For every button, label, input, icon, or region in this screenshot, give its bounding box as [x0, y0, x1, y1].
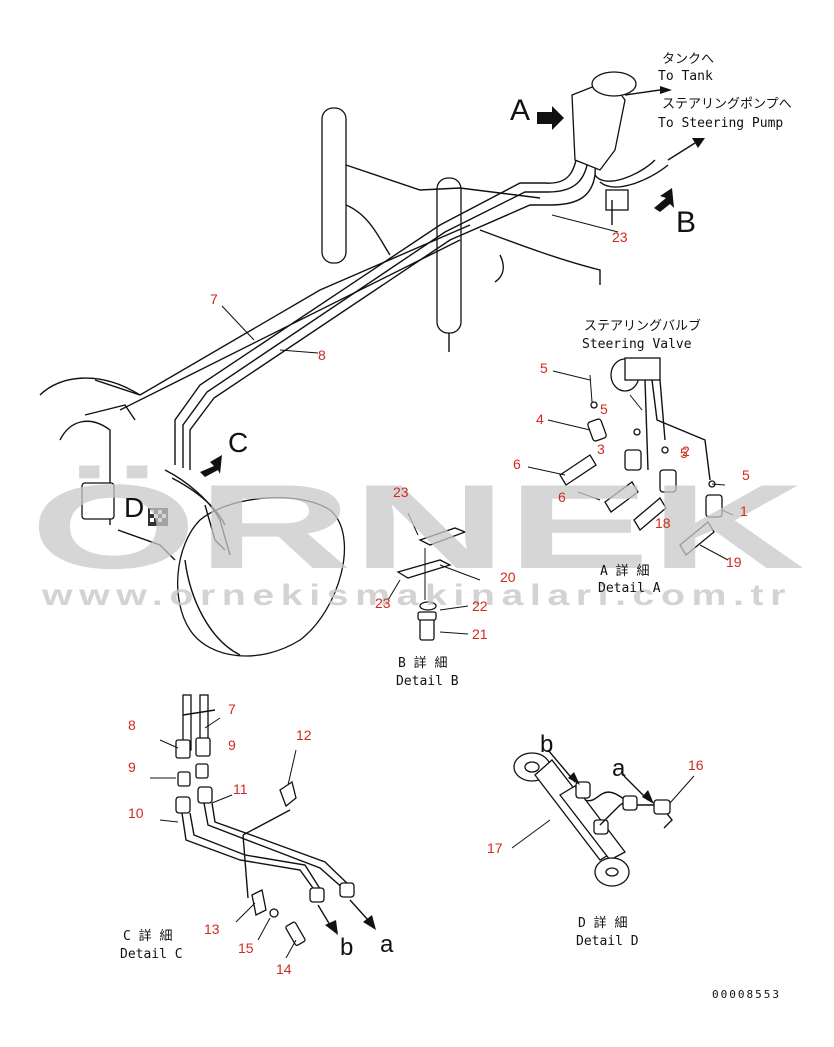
- label-b-detail-c: b: [340, 934, 353, 961]
- part-number-5-a: 5: [540, 360, 548, 376]
- detail-a-caption-jp: A 詳 細: [600, 563, 649, 579]
- part-number-16: 16: [688, 757, 704, 773]
- part-number-15: 15: [238, 940, 254, 956]
- watermark-url: www.ornekismakinalari.com.tr: [41, 579, 792, 612]
- part-number-5-c: 5: [680, 445, 688, 461]
- label-b-detail-d: b: [540, 731, 553, 758]
- detail-d-drawing: [511, 749, 695, 887]
- part-number-13: 13: [204, 921, 220, 937]
- part-number-2: 2: [682, 443, 690, 459]
- part-number-19: 19: [726, 554, 742, 570]
- detail-c-caption-jp: C 詳 細: [123, 928, 172, 944]
- view-a-label: A: [510, 94, 530, 127]
- view-b-label: B: [676, 206, 696, 239]
- part-number-7-detail-c: 7: [228, 701, 236, 717]
- part-number-18: 18: [655, 515, 671, 531]
- part-number-12: 12: [296, 727, 312, 743]
- detail-c-drawing: [150, 694, 376, 959]
- machine-frame-drawing: [39, 71, 705, 657]
- view-d-label: D: [124, 492, 144, 523]
- part-number-10: 10: [128, 805, 144, 821]
- detail-d-caption-en: Detail D: [576, 934, 639, 949]
- watermark: ÖRNEK www.ornekismakinalari.com.tr: [30, 460, 805, 612]
- part-number-5-d: 5: [742, 467, 750, 483]
- detail-d-caption-jp: D 詳 細: [578, 915, 627, 931]
- watermark-brand: ÖRNEK: [30, 460, 805, 594]
- steering-valve-jp: ステアリングバルブ: [584, 318, 701, 334]
- part-number-17: 17: [487, 840, 503, 856]
- to-tank-jp: タンクへ: [662, 52, 714, 67]
- to-tank-en: To Tank: [658, 69, 713, 84]
- document-number: 00008553: [712, 988, 781, 1001]
- part-number-6-a: 6: [513, 456, 521, 472]
- detail-b-caption-en: Detail B: [396, 674, 459, 689]
- part-number-22: 22: [472, 598, 488, 614]
- part-number-9-left: 9: [128, 759, 136, 775]
- part-number-4: 4: [536, 411, 544, 427]
- detail-c-caption-en: Detail C: [120, 947, 183, 962]
- part-number-8: 8: [318, 347, 326, 363]
- part-number-5-b: 5: [600, 401, 608, 417]
- detail-b-caption-jp: B 詳 細: [398, 655, 447, 671]
- part-number-14: 14: [276, 961, 292, 977]
- label-a-detail-c: a: [380, 931, 394, 958]
- part-number-21: 21: [472, 626, 488, 642]
- detail-a-drawing: [527, 357, 734, 561]
- part-number-11: 11: [233, 781, 248, 797]
- part-number-3: 3: [597, 441, 605, 457]
- part-number-6-b: 6: [558, 489, 566, 505]
- part-number-23-top: 23: [612, 229, 628, 245]
- part-number-7: 7: [210, 291, 218, 307]
- view-c-label: C: [228, 427, 248, 458]
- part-number-9-right: 9: [228, 737, 236, 753]
- part-number-8-detail-c: 8: [128, 717, 136, 733]
- part-number-23-b-bottom: 23: [375, 595, 391, 611]
- to-pump-en: To Steering Pump: [658, 116, 783, 131]
- to-pump-jp: ステアリングポンプへ: [662, 97, 792, 112]
- part-number-1: 1: [740, 503, 748, 519]
- steering-valve-en: Steering Valve: [582, 337, 692, 352]
- detail-a-caption-en: Detail A: [598, 581, 661, 596]
- label-a-detail-d: a: [612, 755, 626, 782]
- part-number-20: 20: [500, 569, 516, 585]
- part-number-23-b-top: 23: [393, 484, 409, 500]
- detail-b-drawing: [387, 512, 481, 641]
